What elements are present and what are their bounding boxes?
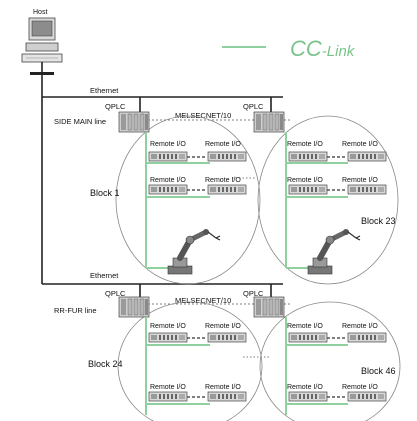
block-46-ellipse <box>259 301 401 421</box>
side-main-line-label: SIDE MAIN line <box>54 117 106 126</box>
remote-io-unit <box>148 151 188 162</box>
cc-link-logo: CC-Link <box>290 36 356 61</box>
remote-io-label: Remote I/O <box>150 177 186 184</box>
remote-io-label: Remote I/O <box>205 323 241 330</box>
qplc-unit <box>118 111 150 133</box>
block-1-ellipse <box>115 115 261 285</box>
qplc-unit <box>118 296 150 318</box>
robot-arm-icon <box>168 229 220 274</box>
remote-io-label: Remote I/O <box>205 384 241 391</box>
remote-io-label: Remote I/O <box>342 177 378 184</box>
block-24-ellipse <box>117 301 263 421</box>
remote-io-label: Remote I/O <box>287 141 323 148</box>
remote-io-label: Remote I/O <box>287 323 323 330</box>
remote-io-label: Remote I/O <box>342 141 378 148</box>
cc-link-logo-rest: -Link <box>322 43 356 60</box>
ethernet-label-lower: Ethernet <box>90 271 119 280</box>
remote-io-label: Remote I/O <box>205 177 241 184</box>
block-23-label: Block 23 <box>361 216 396 226</box>
remote-io-label: Remote I/O <box>150 323 186 330</box>
robot-arm-icon <box>308 229 360 274</box>
remote-io-unit <box>288 184 328 195</box>
qplc-label: QPLC <box>105 102 126 111</box>
cc-link-wiring-block-24 <box>145 317 210 415</box>
block-46-label: Block 46 <box>361 366 396 376</box>
remote-io-label: Remote I/O <box>287 384 323 391</box>
remote-io-unit <box>347 332 387 343</box>
remote-io-unit <box>148 332 188 343</box>
remote-io-unit <box>207 151 247 162</box>
cc-link-logo-cc: CC <box>290 36 322 61</box>
host-computer-icon <box>21 17 63 63</box>
block-1-label: Block 1 <box>90 188 120 198</box>
remote-io-unit <box>148 391 188 402</box>
remote-io-label: Remote I/O <box>342 323 378 330</box>
remote-io-unit <box>288 391 328 402</box>
remote-io-label: Remote I/O <box>150 141 186 148</box>
qplc-unit <box>253 111 285 133</box>
remote-io-unit <box>207 184 247 195</box>
remote-io-unit <box>207 332 247 343</box>
remote-io-label: Remote I/O <box>342 384 378 391</box>
remote-io-label: Remote I/O <box>287 177 323 184</box>
remote-io-label: Remote I/O <box>150 384 186 391</box>
remote-io-unit <box>207 391 247 402</box>
qplc-label: QPLC <box>105 289 126 298</box>
block-24-label: Block 24 <box>88 359 123 369</box>
qplc-unit <box>253 296 285 318</box>
cc-link-wiring-block-1 <box>145 132 210 269</box>
cc-link-wiring-block-23 <box>285 132 348 269</box>
qplc-label: QPLC <box>243 102 264 111</box>
block-23-ellipse <box>257 115 399 285</box>
remote-io-unit <box>148 184 188 195</box>
remote-io-label: Remote I/O <box>205 141 241 148</box>
remote-io-unit <box>288 151 328 162</box>
cc-link-wiring-block-46 <box>285 317 348 415</box>
remote-io-unit <box>347 391 387 402</box>
rr-fur-line-label: RR-FUR line <box>54 306 97 315</box>
remote-io-unit <box>288 332 328 343</box>
remote-io-links <box>187 156 347 398</box>
melsecnet-label-lower: MELSECNET/10 <box>175 296 231 305</box>
remote-io-unit <box>347 184 387 195</box>
ethernet-label-upper: Ethernet <box>90 86 119 95</box>
qplc-label: QPLC <box>243 289 264 298</box>
melsecnet-label-upper: MELSECNET/10 <box>175 111 231 120</box>
host-label: Host <box>33 9 47 16</box>
remote-io-unit <box>347 151 387 162</box>
